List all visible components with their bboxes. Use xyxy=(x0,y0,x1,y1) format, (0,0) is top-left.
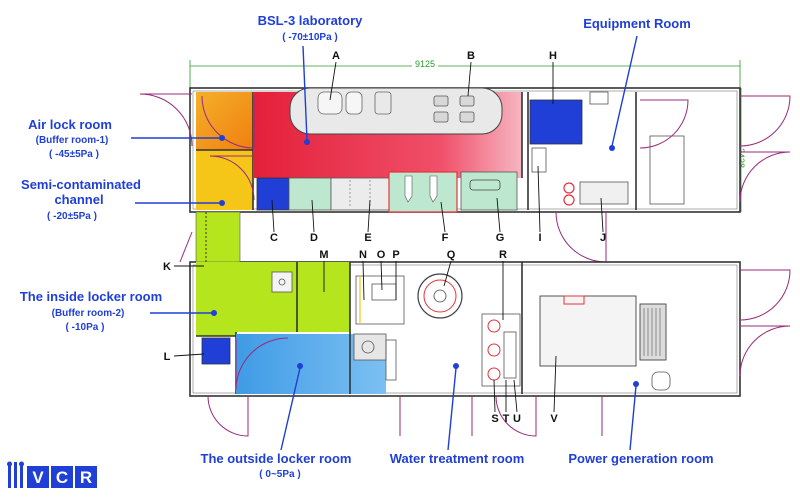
semi-contaminated-area xyxy=(196,150,253,210)
letter-n: N xyxy=(359,249,367,261)
airlock-room-pressure: ( -45±5Pa ) xyxy=(49,149,99,160)
letter-r: R xyxy=(499,249,507,261)
room-leader-lines xyxy=(131,35,639,451)
equipment-i xyxy=(531,147,547,173)
letter-k: K xyxy=(163,261,171,273)
bsl3-lab-title: BSL-3 laboratory xyxy=(258,13,364,28)
generator-radiator xyxy=(643,308,661,356)
letter-s: S xyxy=(491,413,498,425)
inside-locker-title: The inside locker room xyxy=(20,289,162,304)
bench-d xyxy=(288,177,332,211)
outside-locker-title: The outside locker room xyxy=(201,451,352,466)
letter-c: C xyxy=(270,232,278,244)
letter-d: D xyxy=(310,232,318,244)
lower-container xyxy=(189,211,741,397)
letter-m: M xyxy=(319,249,328,261)
equipment-letter-labels: A B C D E F G H I J K L M N O P Q R S xyxy=(163,50,606,425)
upper-doors xyxy=(139,93,791,263)
outside-locker-pressure: ( 0~5Pa ) xyxy=(259,469,300,480)
semi-channel-pressure: ( -20±5Pa ) xyxy=(47,211,97,222)
equipment-s-t-u xyxy=(481,313,521,387)
equipment-b-blocks xyxy=(433,95,475,123)
semi-channel-title-1: Semi-contaminated xyxy=(21,177,141,192)
semi-channel-title-2: channel xyxy=(54,192,103,207)
letter-i: I xyxy=(538,232,541,244)
generator-v xyxy=(539,295,637,367)
length-dimension-label: 9125 xyxy=(415,59,435,69)
inside-locker-area xyxy=(196,262,350,336)
width-dimension-label: 2438 xyxy=(736,148,746,168)
sink-k xyxy=(271,271,293,293)
letter-a: A xyxy=(332,50,340,62)
equipment-h xyxy=(529,99,583,145)
logo-letter-3: R xyxy=(80,468,92,487)
logo-letter-2: C xyxy=(56,468,68,487)
letter-o: O xyxy=(377,249,386,261)
link-corridor xyxy=(195,211,241,263)
equipment-room-title: Equipment Room xyxy=(583,16,691,31)
airlock-room-area xyxy=(196,92,253,150)
airlock-room-title: Air lock room xyxy=(28,117,112,132)
length-dimension: 9125 xyxy=(189,59,741,88)
airlock-room-sub: (Buffer room-1) xyxy=(36,135,109,146)
letter-v: V xyxy=(550,413,558,425)
letter-e: E xyxy=(364,232,371,244)
letter-t: T xyxy=(503,413,510,425)
equipment-n-o-p xyxy=(355,275,405,325)
biosafety-cabinet-f xyxy=(388,171,458,213)
tank-q xyxy=(417,273,463,319)
letter-q: Q xyxy=(447,249,456,261)
letter-j: J xyxy=(600,232,606,244)
letter-l: L xyxy=(164,351,171,363)
cabinet-c xyxy=(256,177,290,211)
bench-a-b xyxy=(289,87,503,135)
inside-locker-sub: (Buffer room-2) xyxy=(52,308,125,319)
vcr-logo-mark xyxy=(7,461,24,488)
letter-f: F xyxy=(442,232,449,244)
bench-g xyxy=(460,171,518,211)
letter-b: B xyxy=(467,50,475,62)
equipment-j xyxy=(579,181,629,205)
sink-a xyxy=(317,91,343,115)
letter-g: G xyxy=(496,232,505,244)
bench-e xyxy=(330,177,390,211)
water-treatment-title: Water treatment room xyxy=(390,451,525,466)
locker-l xyxy=(201,337,231,365)
sink-a2 xyxy=(345,91,363,115)
letter-u: U xyxy=(513,413,521,425)
logo-letter-1: V xyxy=(32,468,44,487)
letter-h: H xyxy=(549,50,557,62)
upper-container xyxy=(189,87,741,213)
lower-doors xyxy=(179,231,791,437)
letter-p: P xyxy=(392,249,399,261)
power-generation-title: Power generation room xyxy=(568,451,713,466)
vcr-logo: V C R xyxy=(7,461,97,488)
inside-locker-pressure: ( -10Pa ) xyxy=(66,322,105,333)
bsl3-lab-pressure: ( -70±10Pa ) xyxy=(282,32,338,43)
